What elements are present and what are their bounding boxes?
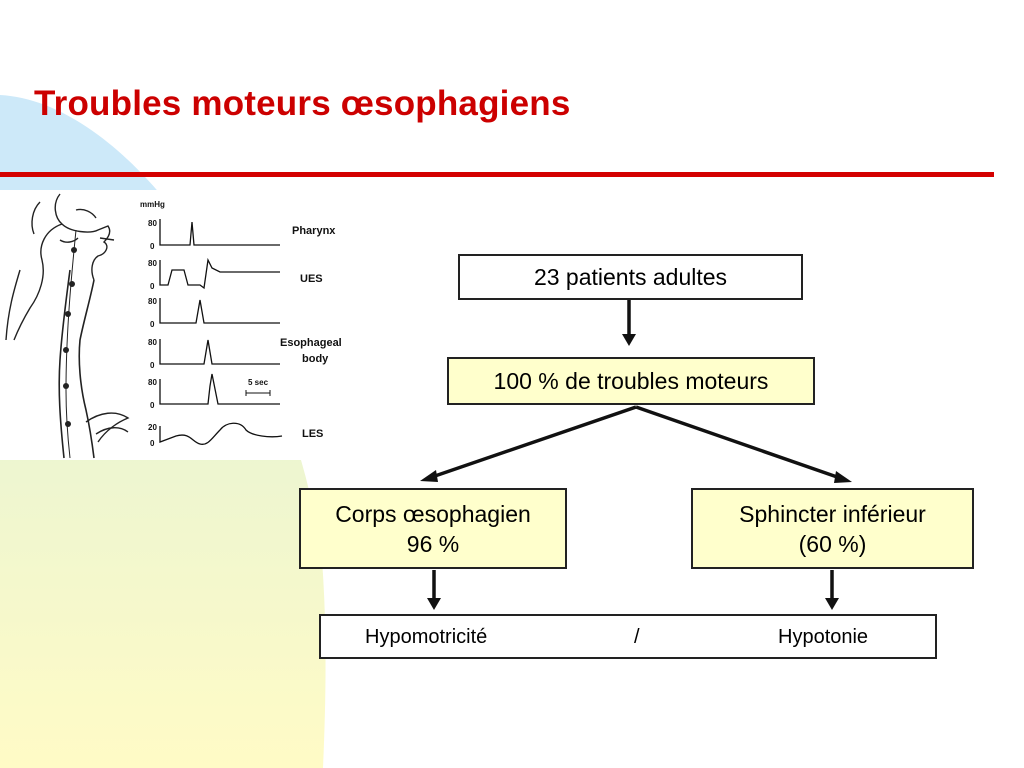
- lower-sphincter-line1: Sphincter inférieur: [739, 500, 926, 527]
- title-rule: [0, 172, 994, 177]
- tick-label: 0: [150, 439, 155, 448]
- channel-ticks: 80 0 80 0 80 0 80 0 80 0 20 0: [148, 219, 157, 448]
- trace-body-1: [159, 298, 280, 324]
- channel-name-les: LES: [302, 428, 323, 440]
- esophageal-body-line1: Corps œsophagien: [335, 500, 531, 527]
- trace-pharynx: [159, 219, 280, 246]
- channel-name-body: body: [302, 353, 329, 365]
- esophageal-body-box: Corps œsophagien 96 %: [299, 488, 567, 569]
- tick-label: 0: [150, 242, 155, 251]
- tick-label: 80: [148, 338, 157, 347]
- tick-label: 80: [148, 219, 157, 228]
- motor-disorders-label: 100 % de troubles moteurs: [493, 368, 769, 394]
- tick-label: 80: [148, 259, 157, 268]
- anatomy-sketch: [5, 193, 130, 459]
- tick-label: 0: [150, 361, 155, 370]
- trace-body-3: [159, 373, 280, 405]
- tick-label: 0: [150, 401, 155, 410]
- tick-label: 80: [148, 297, 157, 306]
- tick-label: 0: [150, 320, 155, 329]
- tick-label: 80: [148, 378, 157, 387]
- trace-body-2: [159, 339, 280, 365]
- channel-names: Pharynx UES Esophageal body LES: [280, 225, 342, 440]
- patients-box: 23 patients adultes: [458, 254, 803, 300]
- channel-name-pharynx: Pharynx: [292, 225, 336, 237]
- hypomotricity-label: Hypomotricité: [365, 626, 488, 648]
- trace-les: [159, 422, 283, 445]
- esophageal-body-line2: 96 %: [406, 530, 460, 557]
- slide-title: Troubles moteurs œsophagiens: [34, 84, 571, 123]
- motor-disorders-box: 100 % de troubles moteurs: [447, 357, 815, 405]
- manometry-figure: mmHg 80 0 80 0 80 0 80 0 80 0 20 0 5: [0, 190, 370, 460]
- unit-label: mmHg: [140, 200, 165, 209]
- trace-ues: [159, 257, 280, 290]
- catheter-line: [65, 229, 77, 459]
- outcome-separator: /: [634, 626, 640, 648]
- channel-name-esophageal: Esophageal: [280, 337, 342, 349]
- patients-box-label: 23 patients adultes: [533, 264, 728, 290]
- time-scale: 5 sec: [245, 378, 271, 396]
- pressure-traces: [159, 219, 283, 445]
- tick-label: 0: [150, 282, 155, 291]
- channel-name-ues: UES: [300, 273, 323, 285]
- tick-label: 20: [148, 423, 157, 432]
- lower-sphincter-line2: (60 %): [798, 530, 867, 557]
- outcome-box: Hypomotricité / Hypotonie: [319, 614, 937, 659]
- hypotonia-label: Hypotonie: [778, 626, 869, 648]
- lower-sphincter-box: Sphincter inférieur (60 %): [691, 488, 974, 569]
- time-scale-label: 5 sec: [248, 378, 269, 387]
- manometry-illustration: mmHg 80 0 80 0 80 0 80 0 80 0 20 0 5: [5, 193, 342, 459]
